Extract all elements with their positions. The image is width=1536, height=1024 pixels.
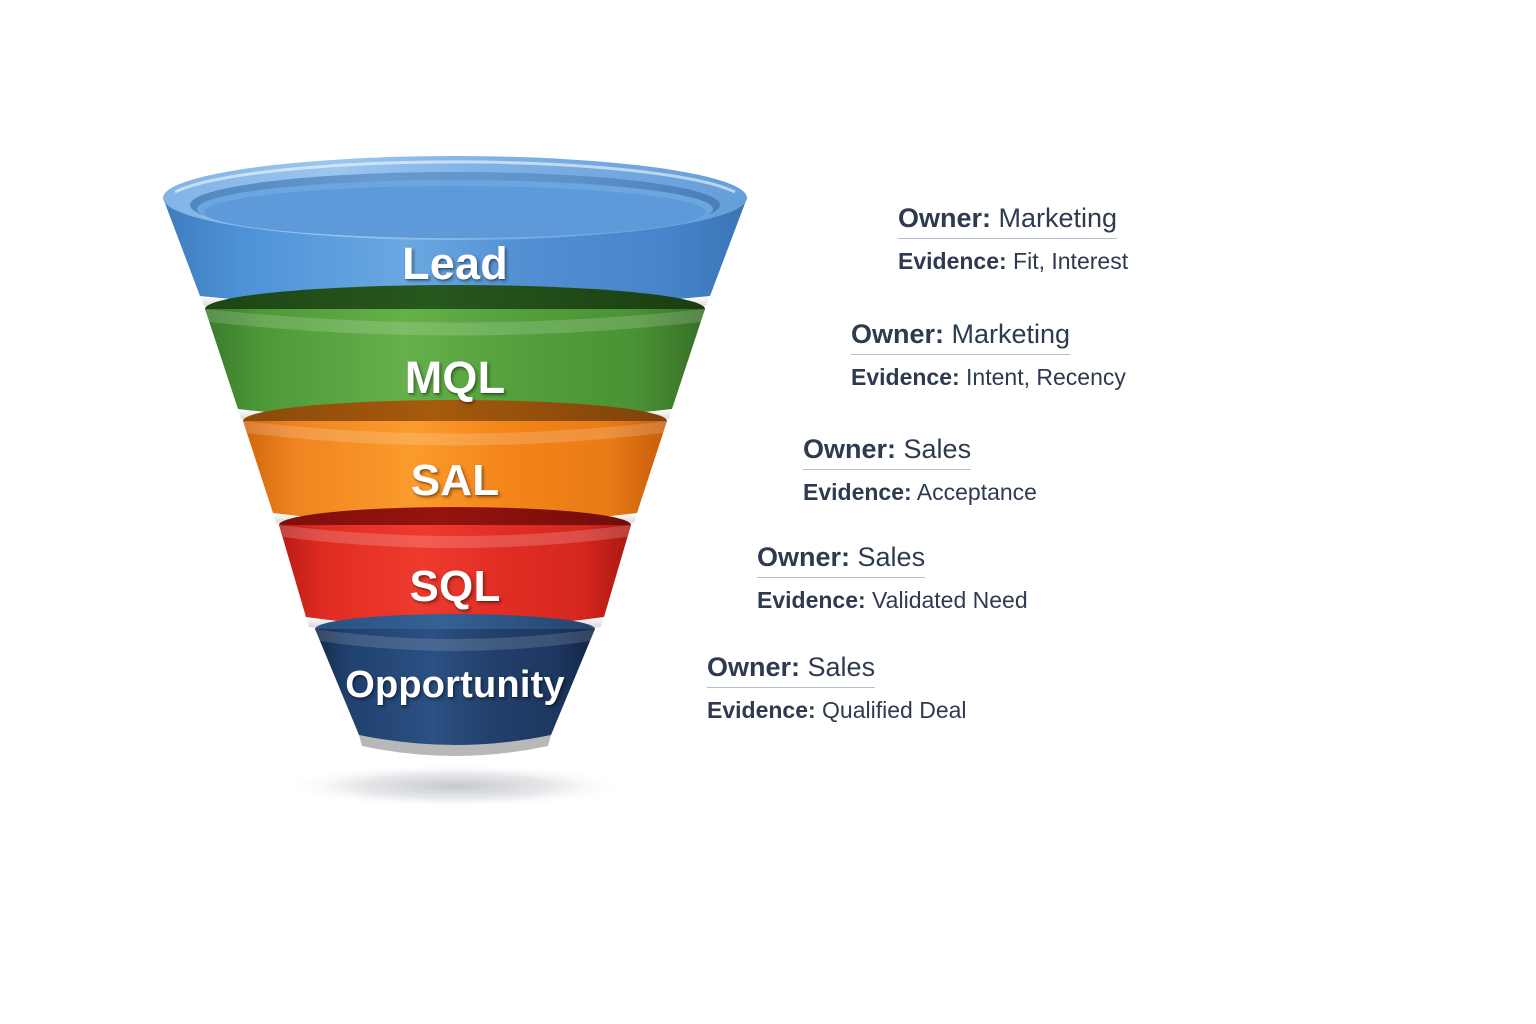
annotation-sql-owner: Owner: Sales [757,542,926,579]
annotation-mql-evidence: Evidence: Intent, Recency [851,364,1126,390]
annotation-lead-owner: Owner: Marketing [898,203,1118,240]
owner-value: Sales [903,434,972,464]
owner-value: Marketing [998,203,1118,233]
funnel-graphic: Lead MQL SAL SQL Opportunity [0,0,900,820]
owner-label: Owner: [757,542,851,572]
evidence-label: Evidence: [707,697,816,724]
annotation-sal-evidence: Evidence: Acceptance [803,479,1037,505]
annotation-opportunity-evidence: Evidence: Qualified Deal [707,697,967,723]
evidence-value: Acceptance [916,479,1037,506]
annotation-mql-owner: Owner: Marketing [851,319,1071,356]
owner-label: Owner: [707,652,801,682]
evidence-label: Evidence: [803,479,912,506]
annotation-sal: Owner: Sales Evidence: Acceptance [803,434,1037,506]
evidence-value: Fit, Interest [1013,248,1129,275]
evidence-value: Qualified Deal [822,697,967,724]
annotation-lead-evidence: Evidence: Fit, Interest [898,248,1128,274]
annotation-opportunity: Owner: Sales Evidence: Qualified Deal [707,652,967,724]
funnel-band-sal [243,400,667,535]
owner-label: Owner: [851,319,945,349]
funnel-band-opportunity [315,614,595,756]
annotation-sql-evidence: Evidence: Validated Need [757,587,1028,613]
funnel-band-sql [279,507,631,638]
owner-label: Owner: [803,434,897,464]
evidence-value: Intent, Recency [966,364,1126,391]
annotation-opportunity-owner: Owner: Sales [707,652,876,689]
evidence-value: Validated Need [872,587,1028,614]
evidence-label: Evidence: [851,364,960,391]
evidence-label: Evidence: [898,248,1007,275]
owner-value: Marketing [951,319,1071,349]
owner-value: Sales [857,542,926,572]
evidence-label: Evidence: [757,587,866,614]
annotation-sal-owner: Owner: Sales [803,434,972,471]
owner-value: Sales [807,652,876,682]
owner-label: Owner: [898,203,992,233]
funnel-ground-shadow [280,764,630,808]
annotation-mql: Owner: Marketing Evidence: Intent, Recen… [851,319,1126,391]
funnel-svg [163,156,747,808]
annotation-lead: Owner: Marketing Evidence: Fit, Interest [898,203,1128,275]
funnel-band-lead [163,156,747,319]
annotation-sql: Owner: Sales Evidence: Validated Need [757,542,1028,614]
